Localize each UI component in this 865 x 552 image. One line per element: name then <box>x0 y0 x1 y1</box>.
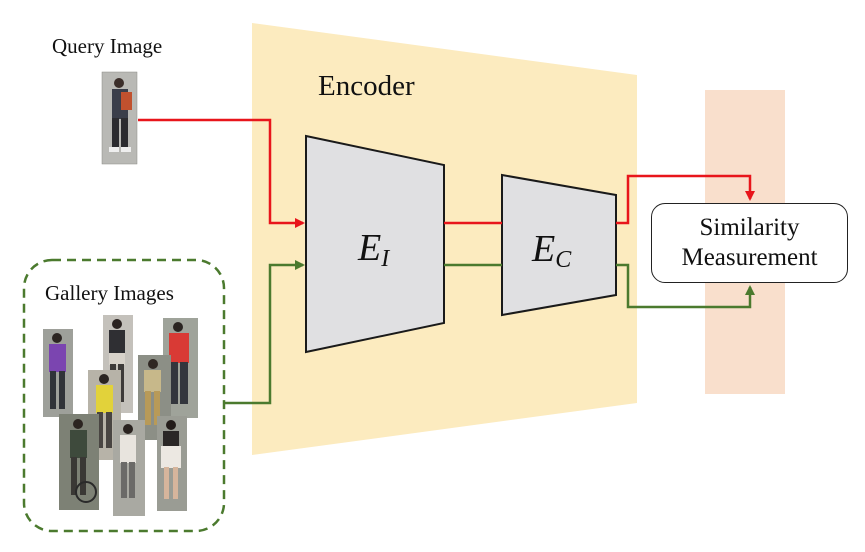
gallery-person-1 <box>43 329 73 417</box>
gallery-box <box>22 258 226 533</box>
gallery-images <box>43 315 198 516</box>
encoder-c-symbol: E <box>532 228 556 270</box>
encoder-i-label: EI <box>358 229 389 271</box>
encoder-title: Encoder <box>318 70 415 102</box>
query-image <box>101 71 138 165</box>
encoder-c-label: EC <box>532 230 571 272</box>
similarity-label-line2: Measurement <box>681 244 818 271</box>
encoder-c-subscript: C <box>555 247 572 273</box>
encoder-c-block <box>501 173 617 317</box>
gallery-person-8 <box>157 416 187 511</box>
query-image-label: Query Image <box>52 34 163 58</box>
encoder-i-subscript: I <box>381 246 390 272</box>
similarity-measurement-box: Similarity Measurement <box>651 203 848 283</box>
gallery-arrow-to-encoder <box>225 260 305 405</box>
gallery-images-label: Gallery Images <box>45 281 174 305</box>
query-arrow-to-similarity <box>616 174 755 225</box>
encoder-i-symbol: E <box>358 227 382 269</box>
encoder-i-block <box>305 134 445 354</box>
gallery-arrow-to-similarity <box>616 263 755 309</box>
similarity-label-line1: Similarity <box>699 213 800 241</box>
gallery-person-6 <box>59 414 99 510</box>
gallery-person-7 <box>113 420 145 516</box>
query-arrow-to-encoder <box>138 118 305 228</box>
